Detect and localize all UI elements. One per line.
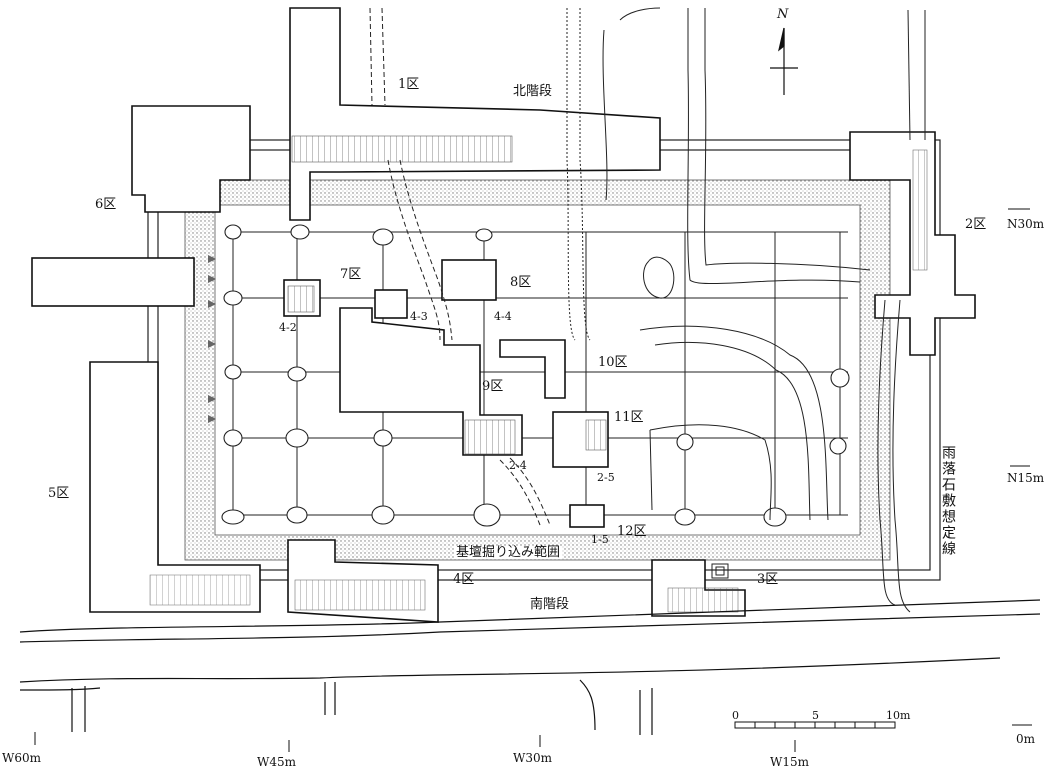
trench-1-5	[569, 504, 605, 528]
pillar-stone	[224, 224, 242, 240]
pillar-2-4-label: 2-4	[509, 459, 527, 472]
zone-5-label: 5区	[48, 486, 70, 501]
zone-6-label: 6区	[95, 197, 117, 212]
coord-w30: W30m	[513, 751, 552, 765]
zone-10-label: 10区	[598, 355, 628, 370]
pillar-stone	[372, 228, 394, 246]
zone-8-label: 8区	[510, 275, 532, 290]
zone-1-label: 1区	[398, 77, 420, 92]
pillar-4-2-label: 4-2	[279, 321, 297, 334]
drip-lines	[566, 7, 926, 613]
trench-9	[339, 307, 523, 456]
north-stairs-label: 北階段	[513, 84, 553, 99]
pillar-stone	[290, 224, 310, 240]
west-steps	[208, 255, 216, 423]
zone-7-label: 7区	[340, 267, 362, 282]
pillar-stone	[223, 429, 243, 447]
coord-zero: 0m	[1016, 732, 1036, 746]
pillar-stone	[287, 366, 307, 382]
scale-0: 0	[732, 709, 739, 722]
pillar-stone	[674, 508, 696, 526]
foundation-pit-label: 基壇掘り込み範囲	[454, 545, 563, 560]
dashed-channels	[369, 7, 551, 526]
pillar-1-5-label: 1-5	[591, 533, 609, 546]
pillar-4-3-label: 4-3	[410, 310, 428, 323]
zone-9-label: 9区	[482, 379, 504, 394]
zone-2-label: 2区	[965, 217, 987, 232]
trench-1	[289, 7, 661, 221]
stone-clusters	[149, 135, 928, 613]
ground-contours	[19, 599, 1041, 735]
pillar-stone	[475, 228, 493, 242]
pillar-stone	[286, 506, 308, 524]
pillar-stone	[224, 364, 242, 380]
coord-n30: N30m	[1007, 217, 1045, 231]
trench-7	[374, 289, 408, 319]
pillar-stone	[371, 505, 395, 525]
pillar-2-5-label: 2-5	[597, 471, 615, 484]
zone-11-label: 11区	[614, 410, 644, 425]
pillar-stone	[676, 433, 694, 451]
coord-n15: N15m	[1007, 471, 1045, 485]
coord-w45: W45m	[257, 755, 296, 769]
south-stairs-label: 南階段	[530, 597, 570, 612]
pillar-4-4-label: 4-4	[494, 310, 512, 323]
pillar-stone	[223, 290, 243, 306]
foundation-band	[184, 179, 891, 561]
drip-line-label: 雨落石敷想定線	[940, 445, 956, 557]
north-arrow-icon	[770, 27, 798, 95]
coord-ticks	[34, 208, 1032, 752]
pillar-stone	[830, 368, 850, 388]
pillar-grid	[225, 231, 848, 516]
scale-10: 10m	[886, 709, 911, 722]
pillar-stone	[373, 429, 393, 447]
trench-6	[131, 105, 251, 213]
trench-2	[849, 131, 976, 356]
trench-west	[31, 257, 195, 307]
coord-w60: W60m	[2, 751, 41, 765]
pillar-stone	[763, 507, 787, 527]
trench-10	[499, 339, 566, 399]
trench-5	[89, 361, 261, 613]
pillar-stone	[285, 428, 309, 448]
scale-5: 5	[812, 709, 819, 722]
pillar-stone	[221, 509, 245, 525]
marker-square-icon	[711, 563, 729, 579]
pillar-stone	[473, 503, 501, 527]
pillar-stone	[829, 437, 847, 455]
trench-8	[441, 259, 497, 301]
coord-w15: W15m	[770, 755, 809, 769]
zone-12-label: 12区	[617, 524, 647, 539]
outer-boundary	[147, 139, 941, 581]
north-label: N	[777, 7, 789, 22]
pillar-stones	[221, 224, 850, 527]
zone-3-label: 3区	[757, 572, 779, 587]
zone-4-label: 4区	[453, 572, 475, 587]
scale-bar	[734, 721, 896, 729]
